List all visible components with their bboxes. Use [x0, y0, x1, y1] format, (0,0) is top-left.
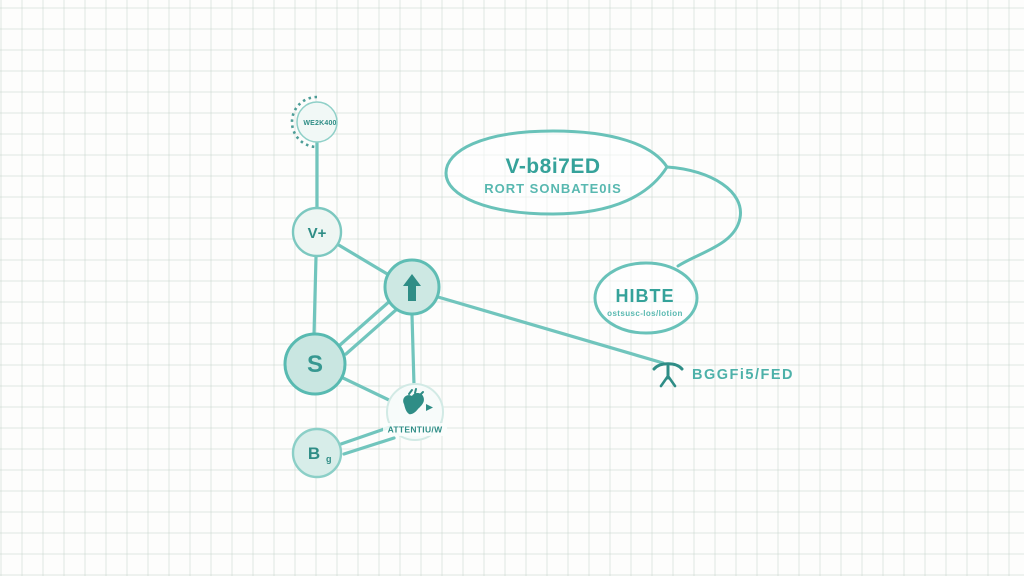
node-heart-caption: ATTENTIU/W: [388, 425, 443, 435]
bubble-main-subtitle: RORT SONBATE0IS: [484, 181, 622, 196]
node-bgg-label: BGGFi5/FED: [692, 367, 794, 383]
node-b-circle: [291, 427, 343, 479]
node-s: S: [283, 332, 347, 396]
heart-icon: [403, 393, 424, 415]
edge-vplus-s: [312, 255, 318, 337]
edge-heartnode-b-2: [342, 436, 396, 456]
bubble-hibte-outline: [593, 261, 699, 335]
badge-tick-marks: [290, 95, 318, 149]
bubble-hibte: HIBTE ostsusc-los/lotion: [593, 261, 699, 335]
node-arrow: [383, 258, 441, 316]
node-badge: WE2K400: [290, 95, 338, 149]
edge-arrownode-s-2: [344, 307, 399, 356]
bubble-hibte-title: HIBTE: [616, 286, 675, 306]
bubble-main-title: V-b8i7ED: [505, 155, 600, 178]
bubble-main-outline: [444, 129, 669, 216]
edge-heartnode-b-1: [339, 425, 392, 446]
node-s-label: S: [307, 351, 323, 378]
node-badge-label: WE2K400: [303, 120, 336, 127]
edge-bubble-tail-to-hibte: [665, 165, 742, 268]
node-vplus-circle: [291, 206, 343, 258]
node-b-subscript: g: [326, 454, 332, 464]
edge-arrownode-heartnode: [410, 313, 416, 387]
node-heart: ATTENTIU/W: [383, 383, 447, 441]
edges: [312, 141, 742, 456]
edge-s-heartnode: [339, 375, 393, 403]
heart-pointer-icon: [426, 404, 433, 411]
node-bgg: BGGFi5/FED: [652, 362, 794, 388]
heart-caption-band: [383, 423, 447, 436]
edge-arrownode-s-1: [338, 298, 393, 347]
edge-arrownode-bgg: [436, 295, 665, 365]
node-vplus: V+: [291, 206, 343, 258]
up-arrow-icon: [403, 274, 421, 301]
node-b-label: B: [308, 444, 320, 463]
bubble-main: V-b8i7ED RORT SONBATE0IS: [444, 129, 669, 216]
person-arms-out-icon-legs: [659, 374, 677, 388]
node-badge-circle: [296, 101, 338, 143]
heart-icon-vessels: [408, 388, 424, 396]
node-s-circle: [283, 332, 347, 396]
edge-vplus-arrownode: [335, 242, 391, 277]
node-vplus-label: V+: [308, 225, 327, 242]
person-arms-out-icon: [652, 362, 684, 371]
bubble-hibte-subtitle: ostsusc-los/lotion: [607, 309, 683, 318]
node-b: B g: [291, 427, 343, 479]
